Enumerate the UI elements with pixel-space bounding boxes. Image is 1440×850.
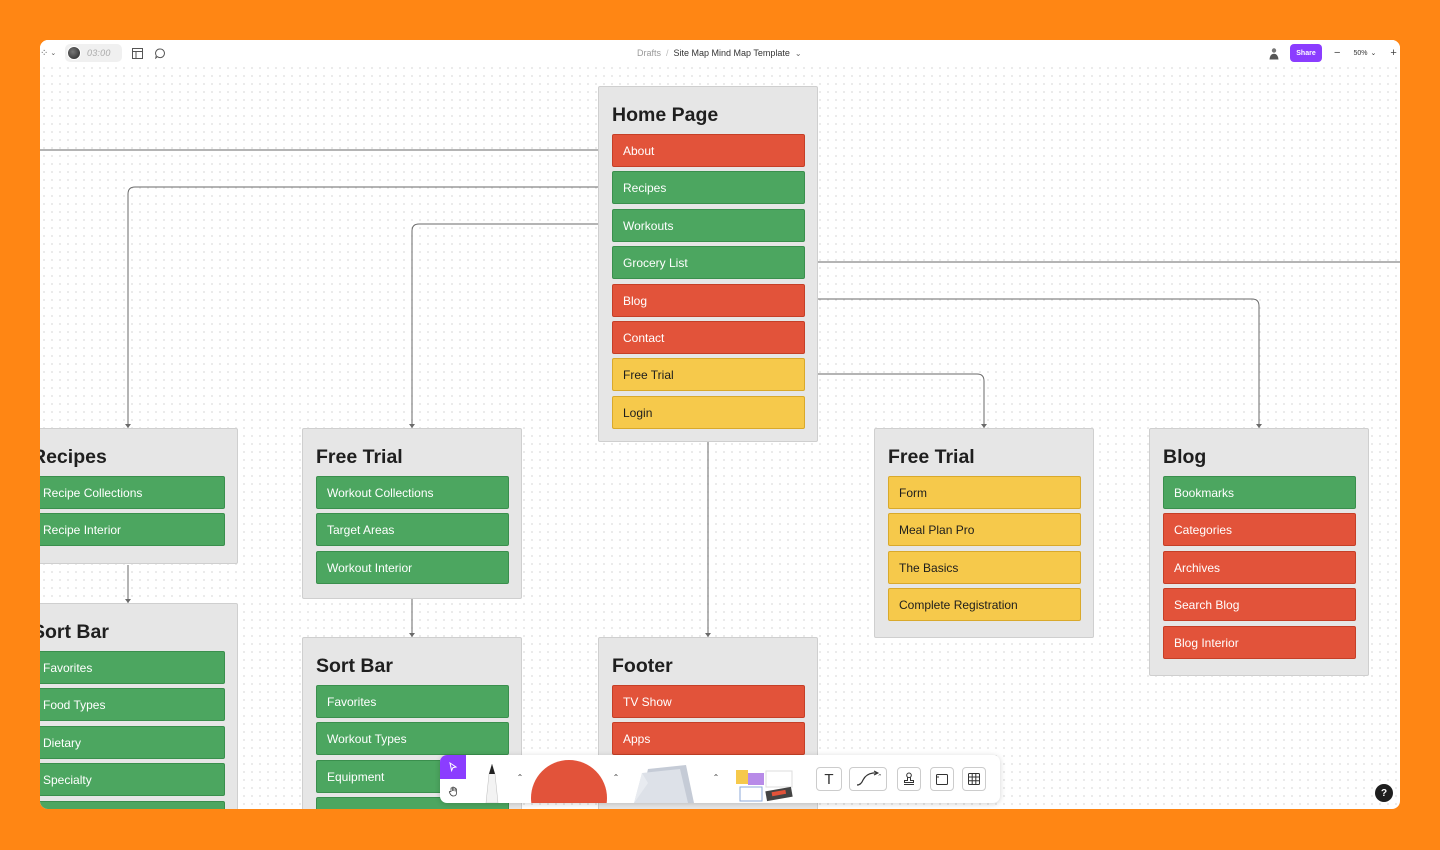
- zoom-controls: − 50% ⌄ +: [1330, 43, 1397, 63]
- chevron-down-icon[interactable]: ⌄: [794, 48, 802, 58]
- breadcrumb-drafts[interactable]: Drafts: [637, 48, 662, 58]
- list-item[interactable]: Favorites: [40, 651, 225, 684]
- table-icon[interactable]: [962, 767, 986, 791]
- free-trial-workouts-card[interactable]: Free Trial Workout Collections Target Ar…: [302, 428, 522, 599]
- cursor-icon[interactable]: [440, 755, 466, 779]
- list-item[interactable]: Recipe Interior: [40, 513, 225, 546]
- list-item[interactable]: Workout Interior: [316, 551, 509, 584]
- bottom-toolbar: ⌃ ⌃ ⌃ T ⌃: [440, 755, 1000, 803]
- avatar: [67, 46, 81, 60]
- card-title: Footer: [612, 655, 673, 677]
- home-page-card[interactable]: Home Page About Recipes Workouts Grocery…: [598, 86, 818, 442]
- figjam-logo-icon: ⁘: [40, 47, 49, 59]
- card-title: Blog: [1163, 446, 1207, 468]
- breadcrumb: Drafts / Site Map Mind Map Template ⌄: [637, 40, 802, 66]
- text-glyph: T: [824, 770, 834, 788]
- layout-icon[interactable]: [132, 40, 143, 66]
- card-title: Free Trial: [888, 446, 975, 468]
- zoom-out-button[interactable]: −: [1334, 47, 1341, 59]
- timer-value: 03:00: [87, 48, 111, 58]
- list-item[interactable]: Recipes: [612, 171, 805, 204]
- free-trial-card[interactable]: Free Trial Form Meal Plan Pro The Basics…: [874, 428, 1094, 638]
- list-item[interactable]: Free Trial: [612, 358, 805, 391]
- list-item[interactable]: Specialty: [40, 763, 225, 796]
- chevron-up-icon[interactable]: ⌃: [516, 772, 524, 782]
- list-item[interactable]: Workout Collections: [316, 476, 509, 509]
- list-item[interactable]: Food Types: [40, 688, 225, 721]
- list-item[interactable]: [40, 801, 225, 809]
- list-item[interactable]: Recipe Collections: [40, 476, 225, 509]
- list-item[interactable]: Bookmarks: [1163, 476, 1356, 509]
- blog-card[interactable]: Blog Bookmarks Categories Archives Searc…: [1149, 428, 1369, 676]
- list-item[interactable]: Contact: [612, 321, 805, 354]
- list-item[interactable]: Form: [888, 476, 1081, 509]
- list-item[interactable]: Search Blog: [1163, 588, 1356, 621]
- list-item[interactable]: Workout Types: [316, 722, 509, 755]
- connector-icon[interactable]: ⌃: [849, 767, 887, 791]
- list-item[interactable]: Blog Interior: [1163, 626, 1356, 659]
- user-icon[interactable]: [1268, 40, 1280, 66]
- help-button[interactable]: ?: [1375, 784, 1393, 802]
- chevron-down-icon[interactable]: ⌄: [1370, 50, 1377, 57]
- list-item[interactable]: The Basics: [888, 551, 1081, 584]
- list-item[interactable]: Apps: [612, 722, 805, 755]
- main-menu-button[interactable]: ⁘ ⌄: [40, 40, 56, 66]
- list-item[interactable]: Grocery List: [612, 246, 805, 279]
- app-window: ⁘ ⌄ 03:00 Drafts / Site Map Mind Map Tem…: [40, 40, 1400, 809]
- list-item[interactable]: Meal Plan Pro: [888, 513, 1081, 546]
- card-title: Recipes: [40, 446, 107, 468]
- share-button[interactable]: Share: [1290, 44, 1322, 62]
- hand-icon[interactable]: [440, 779, 466, 803]
- sort-bar-card-left[interactable]: Sort Bar Favorites Food Types Dietary Sp…: [40, 603, 238, 809]
- list-item[interactable]: Archives: [1163, 551, 1356, 584]
- section-icon[interactable]: [897, 767, 921, 791]
- card-title: Sort Bar: [316, 655, 393, 677]
- list-item[interactable]: Login: [612, 396, 805, 429]
- chevron-up-icon[interactable]: ⌃: [712, 772, 720, 782]
- frame-icon[interactable]: [930, 767, 954, 791]
- list-item[interactable]: Workouts: [612, 209, 805, 242]
- list-item[interactable]: Dietary: [40, 726, 225, 759]
- card-title: Sort Bar: [40, 621, 109, 643]
- stamp-icon[interactable]: [732, 767, 798, 803]
- svg-text:⌃: ⌃: [877, 773, 881, 781]
- timer-widget[interactable]: 03:00: [65, 44, 122, 62]
- top-bar: ⁘ ⌄ 03:00 Drafts / Site Map Mind Map Tem…: [40, 40, 1400, 66]
- card-title: Home Page: [612, 104, 719, 126]
- list-item[interactable]: Favorites: [316, 685, 509, 718]
- list-item[interactable]: TV Show: [612, 685, 805, 718]
- chevron-up-icon[interactable]: ⌃: [612, 772, 620, 782]
- chevron-down-icon: ⌄: [50, 50, 57, 57]
- sticky-note-icon[interactable]: [626, 761, 706, 803]
- pen-icon[interactable]: [476, 760, 508, 803]
- text-icon[interactable]: T: [816, 767, 842, 791]
- shape-icon[interactable]: [530, 759, 608, 803]
- list-item[interactable]: Categories: [1163, 513, 1356, 546]
- recipes-card[interactable]: Recipes Recipe Collections Recipe Interi…: [40, 428, 238, 564]
- comment-icon[interactable]: [155, 40, 166, 66]
- zoom-level[interactable]: 50%: [1353, 49, 1368, 57]
- card-title: Free Trial: [316, 446, 403, 468]
- file-title[interactable]: Site Map Mind Map Template: [673, 48, 790, 58]
- list-item[interactable]: Complete Registration: [888, 588, 1081, 621]
- list-item[interactable]: Blog: [612, 284, 805, 317]
- list-item[interactable]: About: [612, 134, 805, 167]
- breadcrumb-separator: /: [666, 48, 669, 58]
- zoom-in-button[interactable]: +: [1390, 47, 1397, 59]
- list-item[interactable]: Target Areas: [316, 513, 509, 546]
